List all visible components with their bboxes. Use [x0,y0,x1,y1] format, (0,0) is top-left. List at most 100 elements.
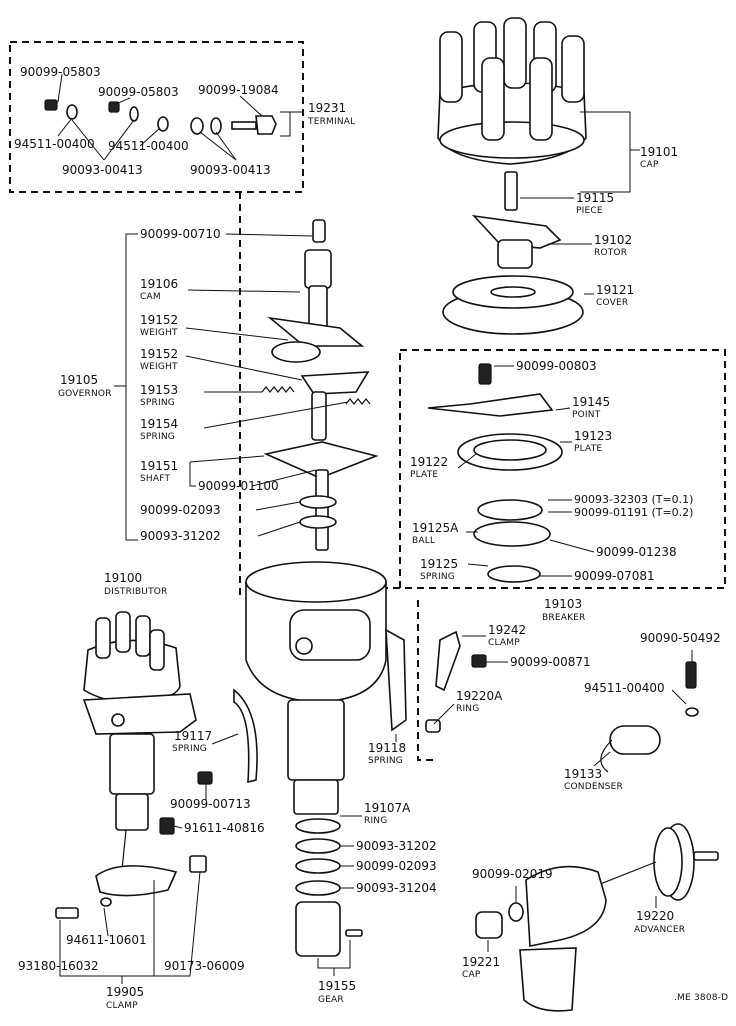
clamp-illustration [435,630,461,692]
label-19155-name: GEAR [318,995,344,1005]
label-19107A-number: 19107A [364,801,411,815]
label-19125A-number: 19125A [412,521,459,535]
label-19231-number: 19231 [308,101,346,115]
label-19117-name: SPRING [172,744,207,754]
label-19121-name: COVER [596,298,628,308]
rotor-illustration [471,214,562,269]
part-90093-31202-a: 90093-31202 [140,529,221,543]
part-90090-50492: 90090-50492 [640,631,721,645]
part-90099-01238: 90099-01238 [596,545,677,559]
washer-illustration [685,707,699,717]
label-19145-number: 19145 [572,395,610,409]
ring-illustration [425,719,441,733]
label-19220A-number: 19220A [456,689,503,703]
spring-clip-illustration [233,628,407,784]
part-90099-19084: 90099-19084 [198,83,279,97]
label-19905-name: CLAMP [106,1001,138,1011]
part-90099-00803: 90099-00803 [516,359,597,373]
leader-lines [57,73,693,984]
breaker-group-box [399,349,726,589]
part-90173-06009: 90173-06009 [164,959,245,973]
label-19101-name: CAP [640,160,659,170]
label-19125-number: 19125 [420,557,458,571]
label-19123-name: PLATE [574,444,602,454]
terminal-group-box [9,41,304,193]
part-90093-00413-b: 90093-00413 [190,163,271,177]
label-19105-number: 19105 [60,373,98,387]
reference-code: .ME 3808-D [674,993,728,1003]
label-19123-number: 19123 [574,429,612,443]
label-19133-number: 19133 [564,767,602,781]
part-90093-00413-a: 90093-00413 [62,163,143,177]
label-19220-number: 19220 [636,909,674,923]
part-90099-02093-a: 90099-02093 [140,503,221,517]
block-90173-illustration [189,855,207,873]
label-19118-number: 19118 [368,741,406,755]
clamp-dashed-guide [417,600,436,761]
label-19151-name: SHAFT [140,474,170,484]
part-91611-40816: 91611-40816 [184,821,265,835]
label-19121-number: 19121 [596,283,634,297]
part-90099-07081: 90099-07081 [574,569,655,583]
condenser-illustration [600,725,661,773]
label-19133-name: CONDENSER [564,782,623,792]
part-94511-00400-c: 94511-00400 [584,681,665,695]
part-90093-31204: 90093-31204 [356,881,437,895]
breaker-parts-illustration [427,363,563,583]
governor-stack-illustration [261,219,379,551]
advancer-illustration [475,823,719,1012]
label-19242-number: 19242 [488,623,526,637]
label-19107A-name: RING [364,816,387,826]
label-19152a-name: WEIGHT [140,328,178,338]
label-19905-number: 19905 [106,985,144,999]
part-90093-31202-b: 90093-31202 [356,839,437,853]
piece-illustration [504,171,518,211]
label-19103-number: 19103 [544,597,582,611]
label-19102-name: ROTOR [594,248,627,258]
label-19100-name: DISTRIBUTOR [104,587,168,597]
label-19125A-name: BALL [412,536,435,546]
label-19151-number: 19151 [140,459,178,473]
screw-00871-illustration [471,654,487,668]
label-19152a-number: 19152 [140,313,178,327]
label-19125-name: SPRING [420,572,455,582]
part-94611-10601: 94611-10601 [66,933,147,947]
screw-00713-illustration [197,771,213,785]
housing-illustration [245,561,387,957]
part-90099-01100: 90099-01100 [198,479,279,493]
label-19242-name: CLAMP [488,638,520,648]
part-90099-05803-b: 90099-05803 [98,85,179,99]
label-19145-name: POINT [572,410,601,420]
label-19153-number: 19153 [140,383,178,397]
label-19118-name: SPRING [368,756,403,766]
part-90099-01191: 90099-01191 (T=0.2) [574,506,693,519]
label-19117-number: 19117 [174,729,212,743]
label-19220A-name: RING [456,704,479,714]
screw-50492-illustration [685,661,697,689]
label-19154-name: SPRING [140,432,175,442]
screw-93180-illustration [55,907,79,919]
label-19122-name: PLATE [410,470,438,480]
label-19221-name: CAP [462,970,481,980]
distributor-cap-illustration [437,17,587,165]
label-19102-number: 19102 [594,233,632,247]
label-19106-name: CAM [140,292,161,302]
label-19221-number: 19221 [462,955,500,969]
label-19153-name: SPRING [140,398,175,408]
label-19155-number: 19155 [318,979,356,993]
label-19115-name: PIECE [576,206,603,216]
washer-94611-illustration [100,897,112,907]
label-19220-name: ADVANCER [634,925,685,935]
label-19152b-name: WEIGHT [140,362,178,372]
label-19100-number: 19100 [104,571,142,585]
label-19152b-number: 19152 [140,347,178,361]
screw-91611-illustration [159,817,175,835]
part-90099-02093-b: 90099-02093 [356,859,437,873]
label-19231-name: TERMINAL [307,117,355,127]
label-19154-number: 19154 [140,417,178,431]
part-90099-00713: 90099-00713 [170,797,251,811]
label-19103-name: BREAKER [542,613,586,623]
label-19106-number: 19106 [140,277,178,291]
terminal-parts-illustration [44,99,277,135]
